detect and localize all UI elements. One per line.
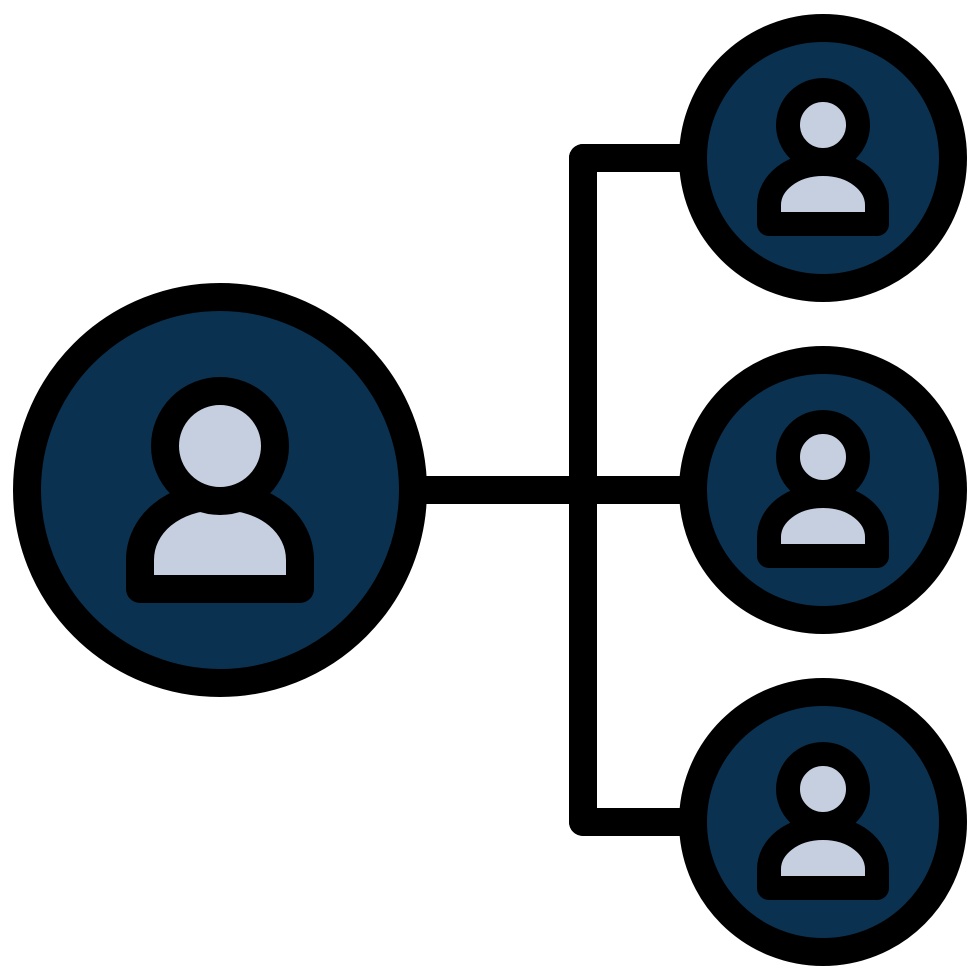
user-icon-head bbox=[151, 377, 289, 515]
user-icon-head bbox=[776, 78, 870, 172]
user-icon bbox=[757, 78, 889, 236]
parent-node bbox=[13, 283, 427, 697]
connector-lines bbox=[410, 144, 704, 836]
user-icon-head bbox=[776, 410, 870, 504]
user-icon-body bbox=[757, 816, 889, 900]
user-icon-head bbox=[776, 742, 870, 836]
user-icon bbox=[126, 377, 314, 603]
child-node-top bbox=[679, 14, 967, 302]
child-node-middle bbox=[679, 346, 967, 634]
user-icon bbox=[757, 410, 889, 568]
child-node-bottom bbox=[679, 678, 967, 966]
user-icon bbox=[757, 742, 889, 900]
user-icon-body bbox=[757, 484, 889, 568]
user-icon-body bbox=[757, 152, 889, 236]
